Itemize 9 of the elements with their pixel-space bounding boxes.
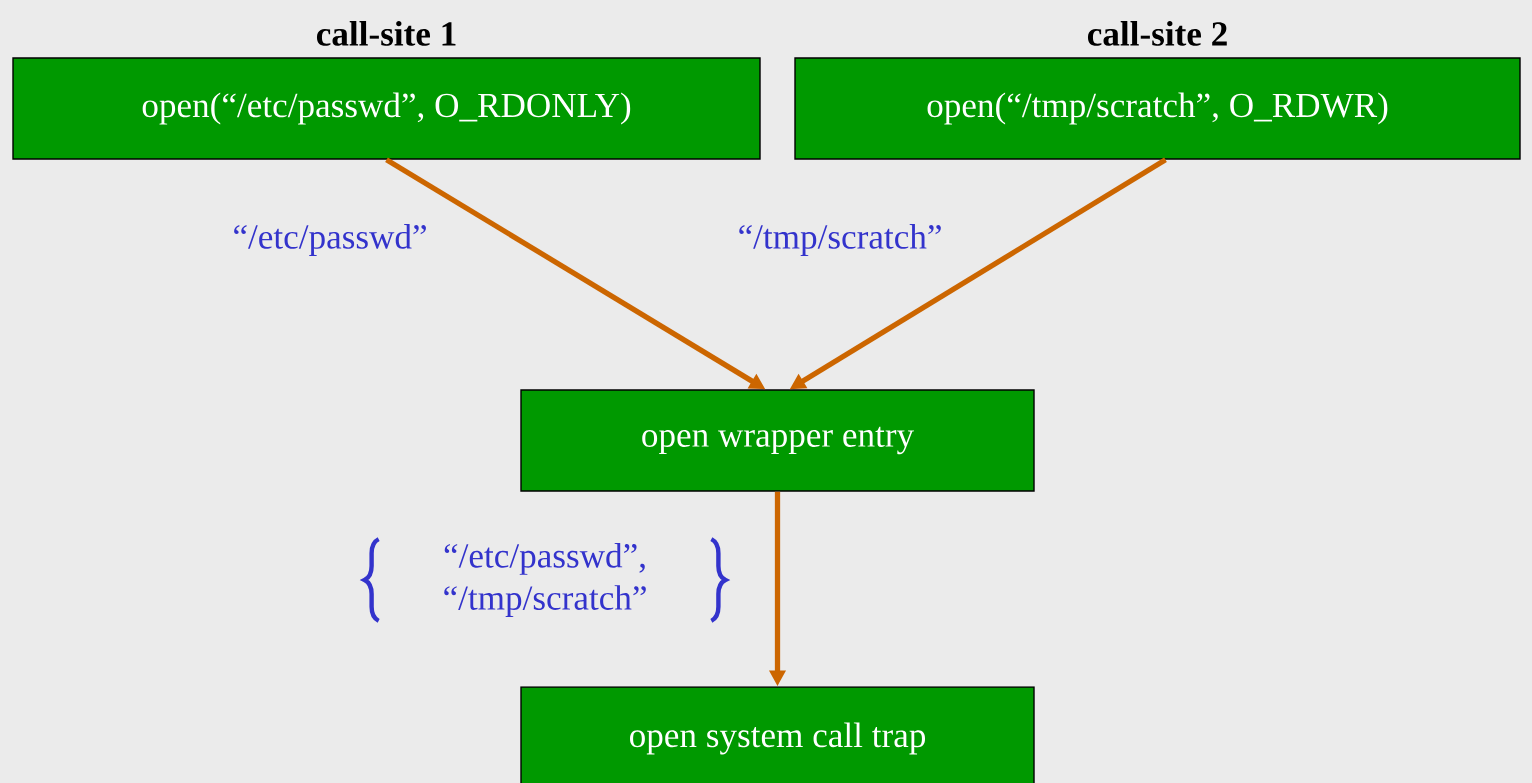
process-box: open wrapper entry — [520, 389, 1035, 492]
heading: call-site 2 — [1087, 21, 1227, 46]
edge-label: “/etc/passwd” — [234, 224, 426, 256]
process-box: open(“/etc/passwd”, O_RDONLY) — [12, 57, 761, 160]
process-box: open system call trap — [520, 686, 1035, 783]
process-box: open(“/tmp/scratch”, O_RDWR) — [794, 57, 1521, 160]
heading: call-site 1 — [316, 21, 456, 46]
edge-label: “/etc/passwd”, “/tmp/scratch” — [444, 543, 646, 617]
edge-label: “/tmp/scratch” — [739, 224, 941, 256]
